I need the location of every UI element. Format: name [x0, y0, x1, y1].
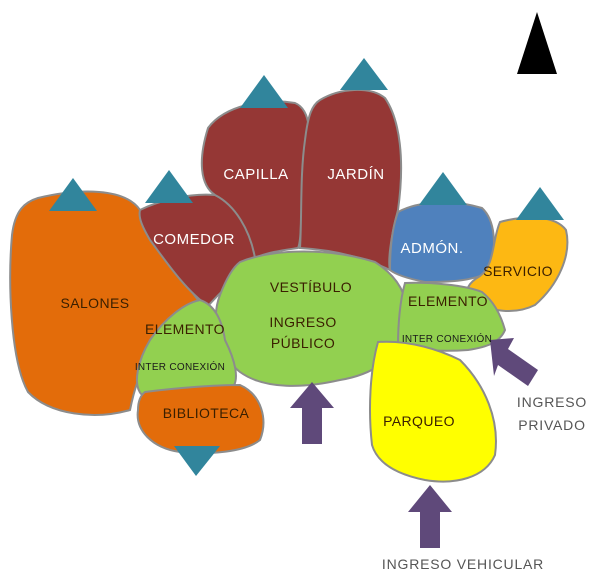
- view-triangle-icon: [340, 58, 388, 90]
- label-jardin: JARDÍN: [327, 166, 384, 183]
- label-salones: SALONES: [61, 295, 130, 311]
- view-triangle-icon: [49, 178, 97, 211]
- zone-parqueo: [369, 340, 497, 483]
- label-interconexion-right: INTER CONEXIÓN: [402, 332, 492, 345]
- north-arrow-icon: [517, 12, 557, 74]
- label-interconexion-left: INTER CONEXIÓN: [135, 360, 225, 373]
- view-triangle-icon: [240, 75, 288, 108]
- label-ingreso-privado-1: INGRESO: [517, 394, 587, 410]
- view-triangle-icon: [419, 172, 467, 205]
- zone-capilla: [200, 100, 311, 260]
- label-biblioteca: BIBLIOTECA: [163, 405, 250, 421]
- label-ingreso-vehicular: INGRESO VEHICULAR: [382, 556, 544, 572]
- zone-biblioteca: [136, 383, 265, 455]
- view-triangle-icon: [174, 446, 220, 476]
- label-servicio: SERVICIO: [483, 263, 553, 279]
- label-publico: PÚBLICO: [271, 335, 335, 351]
- label-vestibulo: VESTÍBULO: [270, 279, 352, 295]
- view-triangle-icon: [516, 187, 564, 220]
- zone-vestibulo: [214, 250, 408, 387]
- label-admon: ADMÓN.: [401, 240, 464, 257]
- label-elemento-left: ELEMENTO: [145, 321, 225, 337]
- label-comedor: COMEDOR: [153, 231, 235, 248]
- entry-arrow-icon: [290, 382, 334, 444]
- label-parqueo: PARQUEO: [383, 413, 455, 429]
- label-ingreso-privado-2: PRIVADO: [518, 417, 586, 433]
- view-triangle-icon: [145, 170, 193, 203]
- label-capilla: CAPILLA: [223, 166, 288, 183]
- entry-arrow-icon: [408, 485, 452, 548]
- zone-servicio: [466, 216, 569, 312]
- entry-arrow-icon: [490, 338, 538, 386]
- label-elemento-right: ELEMENTO: [408, 293, 488, 309]
- label-ingreso: INGRESO: [269, 314, 336, 330]
